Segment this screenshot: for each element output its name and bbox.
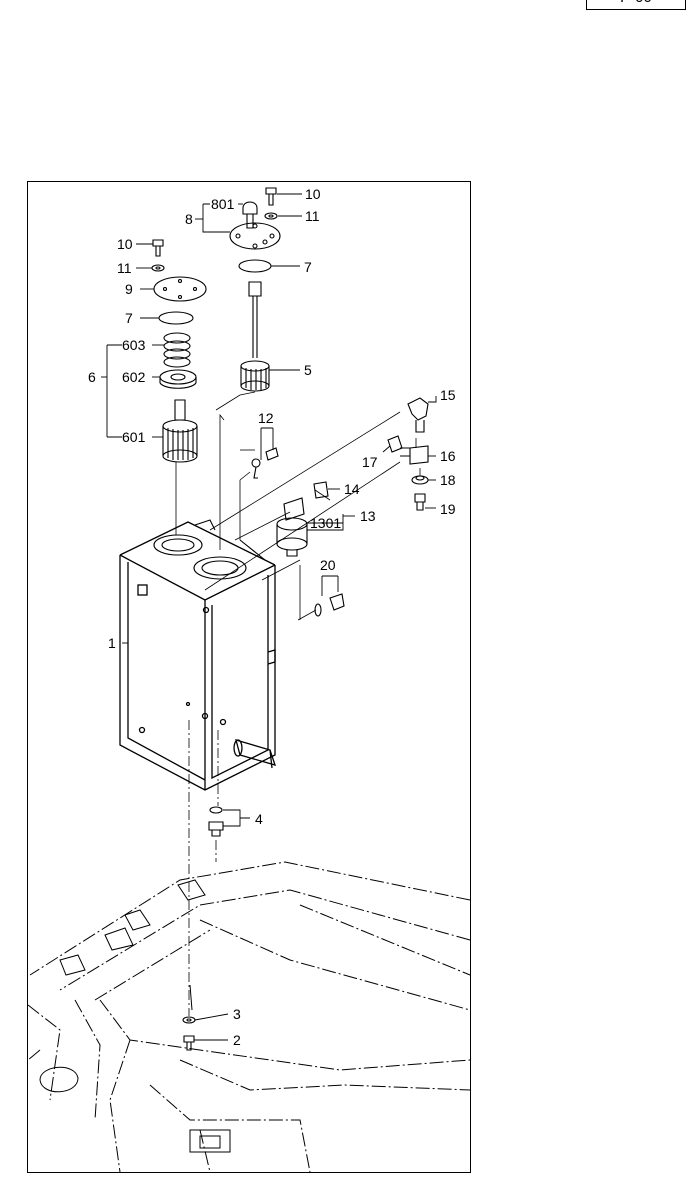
callout-16: 16	[440, 448, 456, 464]
callout-11-right: 11	[305, 208, 320, 224]
fittings-20	[314, 593, 345, 617]
leader-lines	[101, 193, 437, 1041]
tank-body	[119, 521, 277, 791]
callout-11-left: 11	[117, 260, 132, 276]
callout-17: 17	[362, 454, 378, 470]
plug-and-seal-4	[208, 806, 224, 837]
callout-3: 3	[233, 1006, 241, 1022]
cap-801	[242, 201, 258, 229]
callout-801: 801	[211, 196, 235, 212]
assembly-lines	[175, 391, 421, 1016]
callout-7-left: 7	[125, 310, 133, 326]
cover-9	[153, 276, 207, 302]
callout-4: 4	[255, 811, 263, 827]
spring-603	[163, 332, 191, 368]
callout-6: 6	[88, 369, 96, 385]
bolt-2	[183, 1035, 195, 1051]
callout-1301: 1301	[310, 515, 341, 531]
callout-7-right: 7	[304, 259, 312, 275]
callout-19: 19	[440, 501, 456, 517]
washer-11-right	[264, 212, 278, 220]
breather-tube-5	[240, 281, 270, 392]
callout-20: 20	[320, 557, 336, 573]
frame-brackets	[39, 879, 231, 1153]
callout-10-left: 10	[117, 236, 133, 252]
bolt-10-right	[265, 187, 277, 206]
diagram-frame	[27, 181, 471, 1173]
callout-12: 12	[258, 410, 274, 426]
callout-14: 14	[344, 481, 360, 497]
callout-2: 2	[233, 1032, 241, 1048]
page-reference-tab: P-00	[586, 0, 686, 10]
machine-frame-outline	[27, 861, 471, 1173]
callout-8: 8	[185, 211, 193, 227]
fitting-17	[387, 435, 403, 453]
callout-1: 1	[108, 635, 116, 651]
callout-5: 5	[304, 362, 312, 378]
callout-15: 15	[440, 387, 456, 403]
valve-602	[159, 369, 197, 389]
adapter-19	[414, 493, 426, 511]
callout-602: 602	[122, 369, 146, 385]
callout-18: 18	[440, 472, 456, 488]
callout-603: 603	[122, 337, 146, 353]
callout-10-right: 10	[305, 186, 321, 202]
callout-9: 9	[125, 281, 133, 297]
callout-13: 13	[360, 508, 376, 524]
elbow-15	[407, 397, 429, 433]
filter-element-601	[162, 399, 198, 463]
fitting-14	[313, 481, 329, 499]
callout-601: 601	[122, 429, 146, 445]
